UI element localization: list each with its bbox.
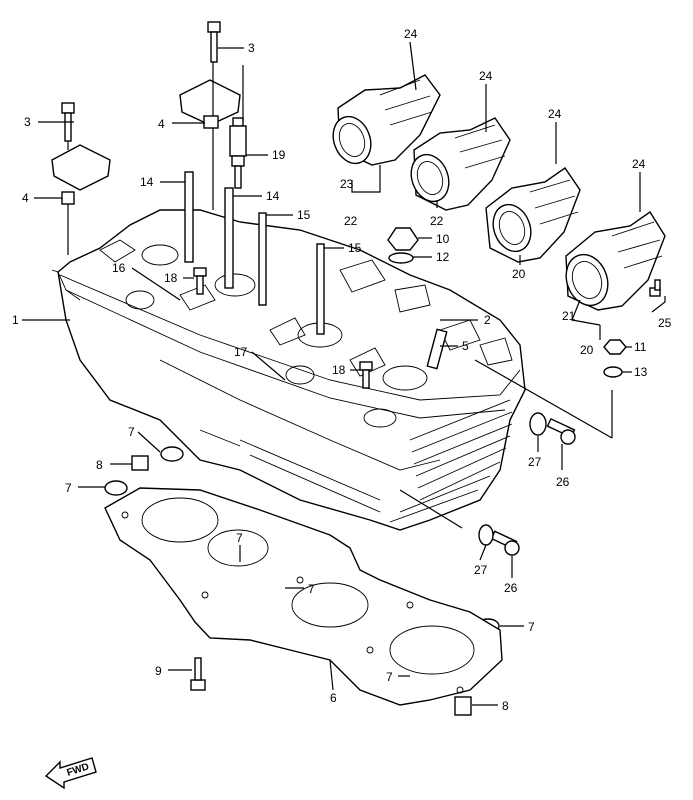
bolt-26-upper (546, 417, 576, 445)
bolt-25 (649, 279, 661, 297)
stud-14-left (184, 171, 194, 263)
callout-7-e: 7 (528, 620, 535, 634)
spark-plug-19 (229, 117, 247, 189)
leader-lines (22, 41, 666, 706)
fwd-arrow-icon (44, 757, 97, 790)
callout-26-lower: 26 (504, 581, 518, 595)
intake-pipe-3 (485, 167, 581, 263)
callout-19: 19 (272, 148, 286, 162)
callout-20-upper: 20 (512, 267, 526, 281)
washer-12 (388, 252, 414, 264)
cap-holder-left (51, 144, 111, 191)
bolt-18-left (193, 267, 207, 295)
intake-pipe-2 (410, 117, 511, 211)
callout-8-lower: 8 (502, 699, 509, 713)
callout-7-c: 7 (236, 531, 243, 545)
callout-10: 10 (436, 232, 450, 246)
callout-2: 2 (484, 313, 491, 327)
tube-5 (426, 328, 448, 370)
callout-7-b: 7 (65, 481, 72, 495)
washer-13 (603, 366, 623, 378)
cylinder-head (51, 209, 526, 531)
callout-22-left: 22 (344, 214, 358, 228)
dowel-4-upper (203, 115, 219, 129)
callout-24-b: 24 (479, 69, 493, 83)
callout-labels: 1 2 3 3 4 4 5 6 7 7 7 7 7 7 8 8 9 10 11 … (12, 27, 672, 713)
callout-5: 5 (462, 339, 469, 353)
bolt-18-center (359, 361, 373, 389)
callout-18-left: 18 (164, 271, 178, 285)
callout-13: 13 (634, 365, 648, 379)
dowel-4-left (61, 191, 75, 205)
washer-27-upper (529, 412, 547, 436)
bolt-26-lower (490, 530, 520, 556)
callout-11: 11 (634, 340, 647, 354)
callout-8-left: 8 (96, 458, 103, 472)
callout-17: 17 (234, 345, 248, 359)
callout-7-a: 7 (128, 425, 135, 439)
o-ring-7-b (104, 480, 128, 496)
callout-18-center: 18 (332, 363, 346, 377)
callout-14-left: 14 (140, 175, 154, 189)
stud-14-center (224, 187, 234, 289)
callout-15-lower: 15 (348, 241, 362, 255)
callout-27-lower: 27 (474, 563, 488, 577)
bolts-and-studs (61, 21, 661, 691)
callout-20-lower: 20 (580, 343, 594, 357)
dowel-8-lower (454, 696, 472, 716)
dowel-8-left (131, 455, 149, 471)
callout-6: 6 (330, 691, 337, 705)
stud-15-lower (316, 243, 325, 335)
callout-24-c: 24 (548, 107, 562, 121)
bolt-3-top (207, 21, 221, 63)
callout-21: 21 (562, 309, 576, 323)
callout-15-upper: 15 (297, 208, 311, 222)
callout-26-upper: 26 (556, 475, 570, 489)
callout-24-d: 24 (632, 157, 646, 171)
callout-24-a: 24 (404, 27, 418, 41)
o-ring-7-a (160, 446, 184, 462)
callout-3-top: 3 (248, 41, 255, 55)
stud-15-upper (258, 212, 267, 306)
callout-25: 25 (658, 316, 672, 330)
callout-9: 9 (155, 664, 162, 678)
cap-nut-10 (387, 227, 419, 251)
washer-27-lower (478, 524, 494, 546)
callout-7-d: 7 (308, 582, 315, 596)
cap-holder-upper (179, 79, 241, 126)
callout-4-left: 4 (22, 191, 29, 205)
callout-12: 12 (436, 250, 450, 264)
bolt-9 (190, 657, 206, 691)
callout-22-right: 22 (430, 214, 444, 228)
callout-14-center: 14 (266, 189, 280, 203)
callout-27-upper: 27 (528, 455, 542, 469)
intake-pipe-4 (565, 211, 666, 311)
nut-11 (603, 339, 627, 355)
callout-1: 1 (12, 313, 19, 327)
callout-23: 23 (340, 177, 354, 191)
callout-4-top: 4 (158, 117, 165, 131)
callout-7-f: 7 (386, 670, 393, 684)
head-gasket (104, 487, 503, 706)
callout-16: 16 (112, 261, 126, 275)
intake-pipe-1 (332, 74, 441, 166)
callout-3-left: 3 (24, 115, 31, 129)
